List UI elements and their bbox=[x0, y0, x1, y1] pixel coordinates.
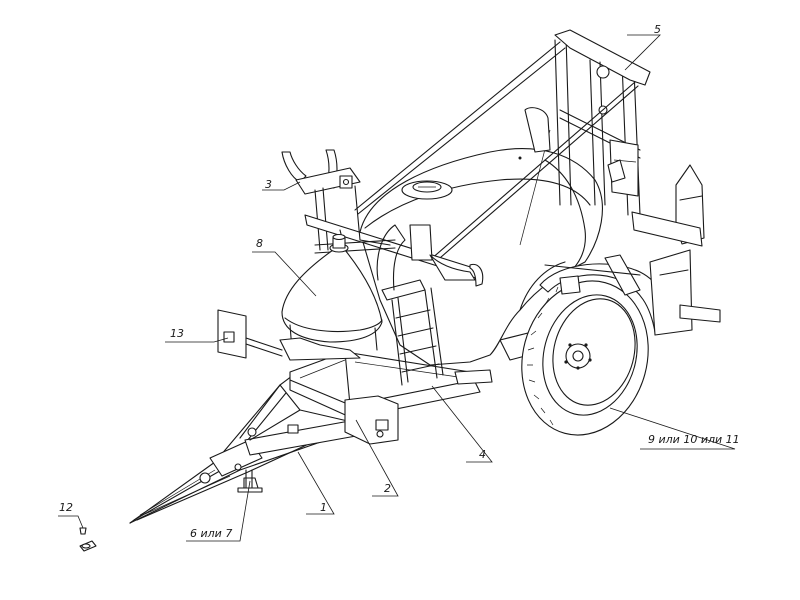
sign-plate bbox=[217, 309, 283, 359]
main-frame bbox=[289, 329, 549, 445]
boom-mast bbox=[554, 29, 651, 216]
callout-5: 5 bbox=[654, 23, 661, 36]
callout-2: 2 bbox=[384, 482, 391, 495]
main-tank bbox=[359, 148, 603, 366]
boom-rails bbox=[304, 185, 484, 287]
callout-8: 8 bbox=[256, 237, 263, 250]
ladder bbox=[376, 224, 444, 386]
callout-6-7: 6 или 7 bbox=[190, 527, 233, 540]
leader-lines bbox=[58, 34, 736, 542]
callout-13: 13 bbox=[170, 327, 184, 340]
fastener-parts bbox=[79, 527, 97, 552]
callout-4: 4 bbox=[479, 448, 486, 461]
support-leg bbox=[237, 469, 263, 493]
boom-bracket-right bbox=[524, 107, 721, 336]
boom-bracket-left bbox=[281, 149, 361, 251]
callout-3: 3 bbox=[265, 178, 272, 191]
callout-12: 12 bbox=[59, 501, 73, 514]
rinse-tank bbox=[279, 233, 383, 361]
callout-9-11: 9 или 10 или 11 bbox=[648, 433, 740, 446]
callout-1: 1 bbox=[320, 501, 327, 514]
